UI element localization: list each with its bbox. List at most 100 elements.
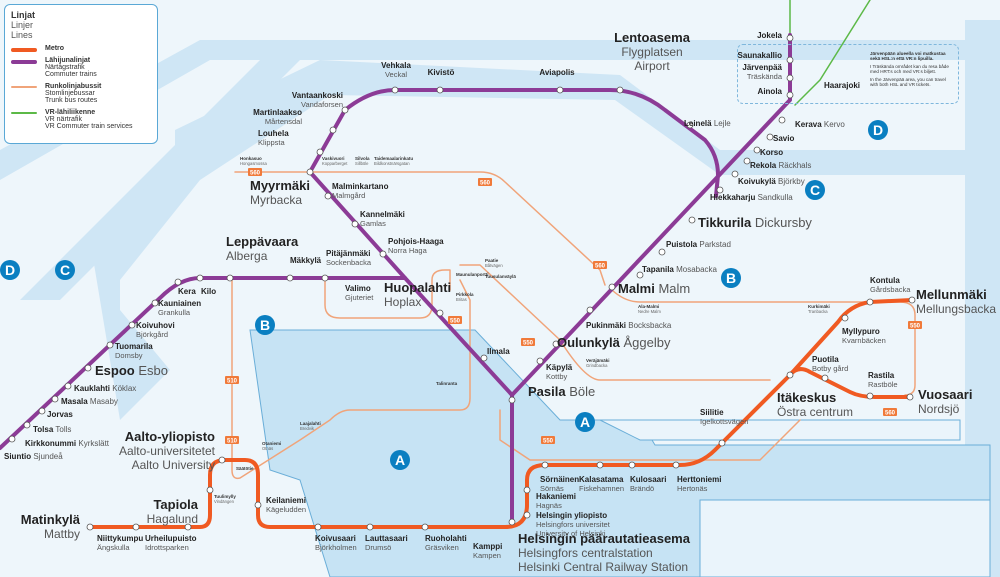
station-dot[interactable] [508,396,516,404]
station-dot[interactable] [672,461,680,469]
station-dot[interactable] [51,395,59,403]
bus-stop-saatotie[interactable]: Säätötie [236,466,254,471]
station-masala[interactable]: Masala Masaby [61,397,118,406]
station-rekola[interactable]: Rekola Räckhals [750,161,811,170]
station-tikkurila[interactable]: Tikkurila Dickursby [698,215,812,230]
station-dot[interactable] [106,341,114,349]
station-dot[interactable] [151,299,159,307]
station-dot[interactable] [196,274,204,282]
station-dot[interactable] [766,133,774,141]
station-saunakallio[interactable]: Saunakallio [738,51,783,60]
station-dot[interactable] [84,364,92,372]
station-dot[interactable] [254,501,262,509]
station-savio[interactable]: Savio [773,134,794,143]
station-pasila[interactable]: Pasila Böle [528,384,595,399]
station-dot[interactable] [341,106,349,114]
station-koivukyla[interactable]: Koivukylä Björkby [738,177,805,186]
station-korso[interactable]: Korso [760,148,783,157]
station-dot[interactable] [132,523,140,531]
station-dot[interactable] [908,296,916,304]
station-dot[interactable] [586,306,594,314]
station-dot[interactable] [286,274,294,282]
station-dot[interactable] [218,456,226,464]
station-dot[interactable] [436,309,444,317]
station-kivisto[interactable]: Kivistö [428,68,455,77]
station-dot[interactable] [596,461,604,469]
station-dot[interactable] [128,321,136,329]
station-aviapolis[interactable]: Aviapolis [539,68,575,77]
station-dot[interactable] [351,220,359,228]
station-puistola[interactable]: Puistola Parkstad [666,240,731,249]
station-dot[interactable] [743,157,751,165]
station-dot[interactable] [541,461,549,469]
station-dot[interactable] [391,86,399,94]
station-dot[interactable] [786,91,794,99]
station-dot[interactable] [786,56,794,64]
station-dot[interactable] [636,271,644,279]
station-makkyla[interactable]: Mäkkylä [290,256,322,265]
station-dot[interactable] [174,278,182,286]
station-hiekkaharju[interactable]: Hiekkaharju Sandkulla [710,193,793,202]
station-aalto[interactable]: Aalto-yliopistoAalto-universitetetAalto … [119,429,216,472]
station-dot[interactable] [906,393,914,401]
station-ainola[interactable]: Ainola [758,87,783,96]
station-dot[interactable] [608,283,616,291]
station-dot[interactable] [536,357,544,365]
station-dot[interactable] [866,298,874,306]
station-dot[interactable] [786,371,794,379]
station-dot[interactable] [38,407,46,415]
station-dot[interactable] [86,523,94,531]
station-dot[interactable] [778,116,786,124]
station-dot[interactable] [718,439,726,447]
station-dot[interactable] [523,486,531,494]
bus-stop-tuusulanvayla[interactable]: Tuusulanväylä [485,274,516,279]
station-dot[interactable] [421,523,429,531]
bus-stop-maunulanportti[interactable]: Maunulanportti [456,272,489,277]
station-dot[interactable] [306,168,314,176]
station-dot[interactable] [628,461,636,469]
station-dot[interactable] [786,34,794,42]
station-kirkkonummi[interactable]: Kirkkonummi Kyrkslätt [25,439,110,448]
station-dot[interactable] [226,274,234,282]
station-dot[interactable] [731,170,739,178]
